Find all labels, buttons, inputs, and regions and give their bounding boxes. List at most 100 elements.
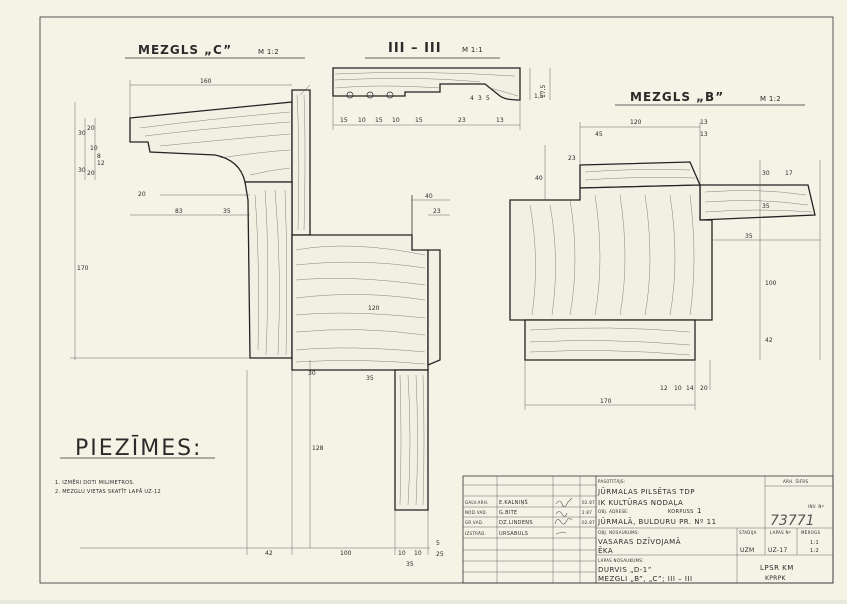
dim-label: 35 (223, 208, 231, 215)
inv-number: 73771 (770, 513, 815, 529)
dim-label: 160 (200, 78, 212, 85)
view-iii-iii: III – III M 1:1 15 10 15 10 15 23 13 17,… (332, 41, 551, 130)
org-name: LPSR KM (760, 564, 794, 572)
lapas-value: UZ-17 (768, 547, 788, 554)
note-item: 2. MEZGLU VIETAS SKATĪT LAPĀ UZ-12 (55, 488, 161, 495)
sheet-frame (39, 16, 834, 584)
dim-label: 35 (762, 203, 770, 210)
dim-label: 170 (600, 398, 612, 405)
role-date: 2.87 (582, 510, 592, 515)
korpuss-value: 1 (697, 507, 702, 515)
object-name-cont: ĒKA (598, 546, 613, 555)
dim-label: 10 (358, 117, 366, 124)
sheet-name: DURVIS „D-1” (598, 566, 652, 574)
dim-label: 30 (762, 170, 770, 177)
dim-label: 17 (785, 170, 793, 177)
dim-label: 12 (97, 160, 105, 167)
sheet-name-label: LAPAS NOSAUKUMS: (598, 558, 644, 563)
role-date: 02.87 (582, 520, 595, 525)
dim-label: 3 (478, 95, 482, 102)
role-label: GR.VAD. (465, 520, 484, 525)
dim-label: 25 (436, 551, 444, 558)
role-name: E.KALNIŅŠ (499, 499, 528, 506)
stadija-value: UZM (740, 547, 754, 554)
role-name: G.BITE (499, 510, 517, 516)
client-label: PASŪTĪTĀJS: (598, 479, 626, 484)
dim-label: 35 (366, 375, 374, 382)
frame-profile-b (579, 161, 701, 189)
dim-label: 1,5 (534, 93, 544, 100)
dim-label: 20 (87, 125, 95, 132)
dim-label: 35 (745, 233, 753, 240)
merogs-label: MĒROGS (801, 530, 821, 535)
note-item: 1. IZMĒRI DOTI MILIMETROS. (55, 479, 135, 486)
dim-label: 20 (87, 170, 95, 177)
dim-label: 10 (90, 145, 98, 152)
address-value: JŪRMALĀ, BULDURU PR. Nº 11 (597, 517, 717, 526)
dim-label: 14 (686, 385, 694, 392)
arh-sifrs-label: ARH. ŠIFRS (783, 479, 808, 484)
korpuss-label: KORPUSS (668, 509, 694, 515)
dim-label: 15 (415, 117, 423, 124)
stadija-label: STADIJA (739, 530, 757, 535)
dim-label: 5 (436, 540, 440, 547)
dim-label: 10 (674, 385, 682, 392)
dim-label: 42 (765, 337, 773, 344)
dim-label: 30 (308, 370, 316, 377)
dim-label: 13 (496, 117, 504, 124)
merogs-value: 1:1 (810, 540, 819, 546)
dim-label: 83 (175, 208, 183, 215)
dim-label: 23 (458, 117, 466, 124)
view-iii-title: III – III (388, 41, 442, 56)
role-name: URSABULS (499, 531, 528, 537)
view-b-scale: M 1:2 (760, 95, 781, 103)
dim-label: 120 (630, 119, 642, 126)
door-leaf-section-b (509, 184, 713, 321)
dim-label: 8 (97, 153, 101, 160)
dim-label: 13 (700, 131, 708, 138)
dim-label: 45 (595, 131, 603, 138)
org-abbrev: KPRPK (765, 575, 787, 582)
dim-label: 10 (414, 550, 422, 557)
dim-label: 100 (765, 280, 777, 287)
dim-label: 5 (486, 95, 490, 102)
merogs-value: 1:2 (810, 548, 819, 554)
dim-label: 30 (78, 130, 86, 137)
door-leaf-section (291, 234, 429, 371)
notes: PIEZĪMES: 1. IZMĒRI DOTI MILIMETROS. 2. … (55, 436, 215, 495)
client-dept: IK KULTŪRAS NODAĻA (598, 498, 683, 508)
profile-iii (332, 67, 521, 101)
sheet-name-cont: MEZGLI „B”, „C”; III – III (598, 575, 693, 583)
signatures (554, 497, 573, 535)
dim-label: 10 (398, 550, 406, 557)
dim-label: 35 (406, 561, 414, 568)
dim-label: 120 (368, 305, 380, 312)
title-block: GALV.ARH. E.KALNIŅŠ 02.87 NOD.VAD. G.BIT… (462, 475, 834, 584)
dim-label: 12 (660, 385, 668, 392)
address-label: OBJ. ADRESE: (598, 509, 629, 514)
role-label: NOD.VAD. (465, 510, 487, 515)
object-name: VASARAS DZĪVOJAMĀ (598, 537, 681, 546)
object-label: OBJ. NOSAUKUMS: (598, 530, 639, 535)
dim-label: 30 (78, 167, 86, 174)
view-b: MEZGLS „B” M 1:2 120 45 13 13 40 23 30 3… (509, 90, 821, 410)
dim-label: 42 (265, 550, 273, 557)
view-b-title: MEZGLS „B” (630, 90, 724, 104)
view-c: MEZGLS „C” M 1:2 (70, 43, 450, 568)
view-c-scale: M 1:2 (258, 48, 279, 56)
dim-label: 128 (312, 445, 324, 452)
dim-label: 15 (340, 117, 348, 124)
dim-label: 23 (568, 155, 576, 162)
dim-label: 15 (375, 117, 383, 124)
dim-label: 13 (700, 119, 708, 126)
role-date: 02.87 (582, 500, 595, 505)
lapas-label: LAPAS Nº (770, 530, 791, 535)
client-name: JŪRMALAS PILSĒTAS TDP (597, 487, 695, 496)
inv-label: INV. Nº (808, 504, 824, 509)
view-iii-scale: M 1:1 (462, 46, 483, 54)
dim-label: 23 (433, 208, 441, 215)
role-label: GALV.ARH. (465, 500, 489, 505)
dim-label: 10 (392, 117, 400, 124)
